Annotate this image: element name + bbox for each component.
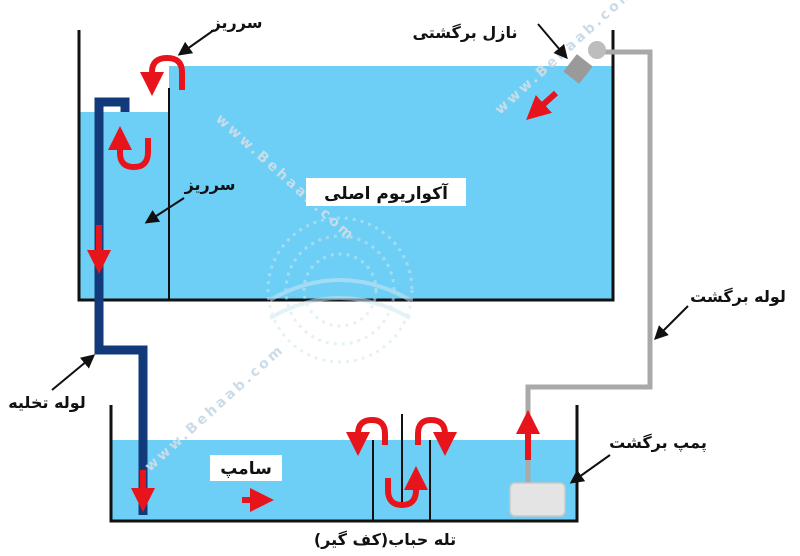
bubble-trap-label: تله حباب(کف گیر) [314, 530, 456, 549]
flow-arrow-bubble-right [415, 416, 457, 456]
return-pump [509, 482, 566, 517]
flow-arrow-overflow-inner [108, 126, 151, 171]
return-pump-pointer [569, 454, 611, 484]
overflow-mid-label: سرریز [184, 175, 236, 194]
return-pipe-pointer [654, 305, 689, 340]
main-aquarium-label: آکواریوم اصلی [324, 182, 449, 204]
overflow-top-pointer [177, 29, 215, 56]
sump-label: سامپ [220, 459, 272, 479]
main-aquarium-label-bg [306, 178, 466, 206]
return-pipe-label: لوله برگشت [690, 287, 786, 306]
sump-tank [109, 405, 579, 523]
drain-pipe-pointer [51, 354, 96, 391]
flow-arrow-bubble-up [385, 466, 428, 509]
return-nozzle-label: نازل برگشتی [413, 23, 518, 42]
sump-water [111, 440, 576, 520]
drain-pipe-label: لوله تخلیه [8, 393, 86, 412]
overflow-mid-pointer [144, 197, 185, 224]
overflow-top-label: سرریز [211, 13, 263, 32]
flow-arrow-overflow-top [140, 54, 185, 96]
return-nozzle-pointer [537, 23, 568, 60]
watermark-logo [266, 216, 414, 364]
flow-arrows [87, 54, 559, 512]
return-pump-label: پمپ برگشت [609, 433, 707, 453]
sump-label-bg [210, 455, 282, 481]
flow-arrow-nozzle-out [526, 90, 559, 121]
return-nozzle [563, 41, 606, 84]
flow-arrow-bubble-left [346, 416, 388, 456]
